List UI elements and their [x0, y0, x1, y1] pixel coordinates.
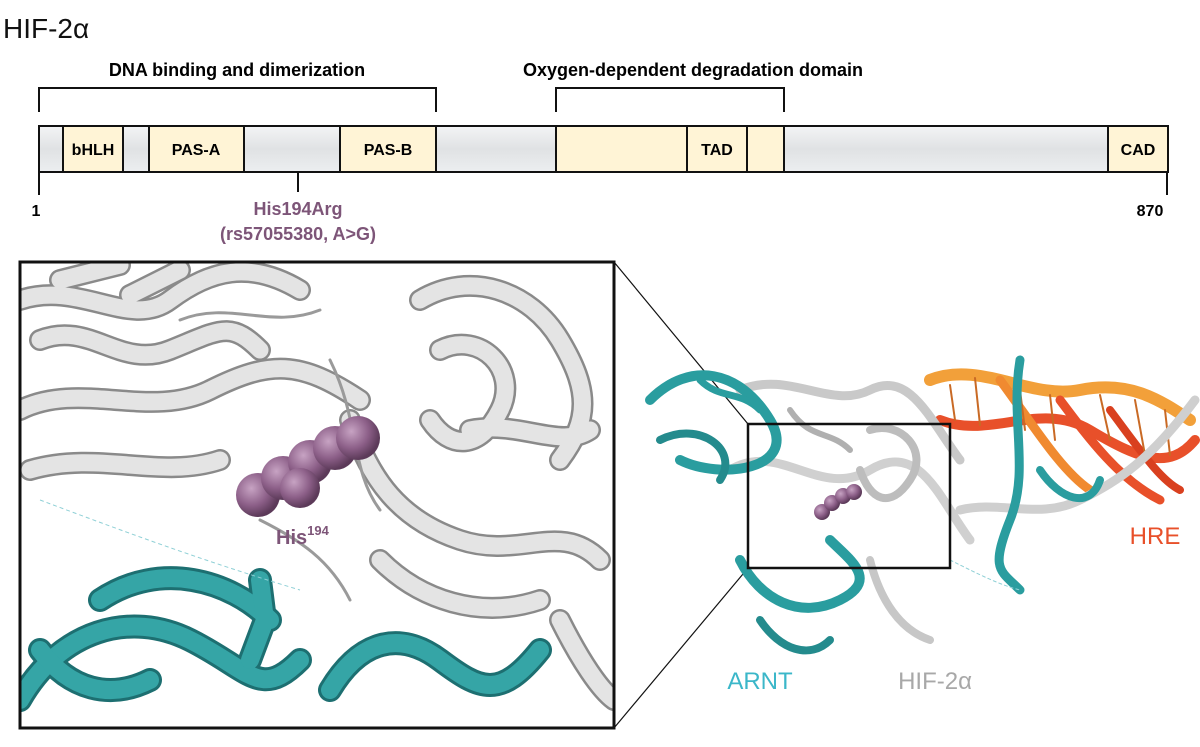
domain-pas-a: PAS-A	[148, 125, 245, 173]
domain-bhlh: bHLH	[62, 125, 124, 173]
arnt-label: ARNT	[727, 668, 793, 695]
region-label-odd: Oxygen-dependent degradation domain	[523, 60, 863, 80]
end-position: 870	[1137, 203, 1164, 220]
hre-label: HRE	[1130, 523, 1181, 550]
region-bracket-odd	[555, 87, 785, 112]
domain-label: PAS-A	[172, 142, 221, 159]
zoom-arnt-ribbons	[20, 566, 552, 712]
domain-pas-b: PAS-B	[339, 125, 437, 173]
domain-label: bHLH	[72, 142, 115, 159]
domain-label: TAD	[701, 142, 733, 159]
protein-title: HIF-2α	[3, 13, 89, 44]
arnt-structure	[645, 355, 1104, 655]
start-position: 1	[32, 203, 41, 220]
zoom-region-box	[746, 422, 952, 570]
his194-label: His194	[276, 523, 330, 549]
region-label-dna-binding: DNA binding and dimerization	[109, 60, 365, 80]
variant-name: His194Arg	[253, 199, 342, 219]
odd-region-fill	[556, 127, 784, 171]
zoom-connector-top	[613, 261, 749, 425]
region-bracket-dna-binding	[38, 87, 437, 112]
full-structure	[645, 355, 1200, 655]
zoom-connector-bottom	[613, 567, 749, 729]
his194-spheres	[236, 416, 380, 517]
his194-spheres-small	[814, 484, 862, 520]
dna-helix	[924, 368, 1200, 505]
zoom-hif-ribbons	[20, 262, 614, 711]
variant-rsid: (rs57055380, A>G)	[220, 224, 376, 244]
zoom-panel: His194	[20, 262, 614, 728]
hif-label: HIF-2α	[898, 668, 972, 695]
zoom-panel-border	[18, 260, 616, 730]
domain-label: CAD	[1121, 142, 1156, 159]
domain-tad: TAD	[686, 125, 748, 173]
domain-cad: CAD	[1107, 125, 1169, 173]
dashed-bond	[949, 559, 1021, 591]
domain-label: PAS-B	[364, 142, 413, 159]
